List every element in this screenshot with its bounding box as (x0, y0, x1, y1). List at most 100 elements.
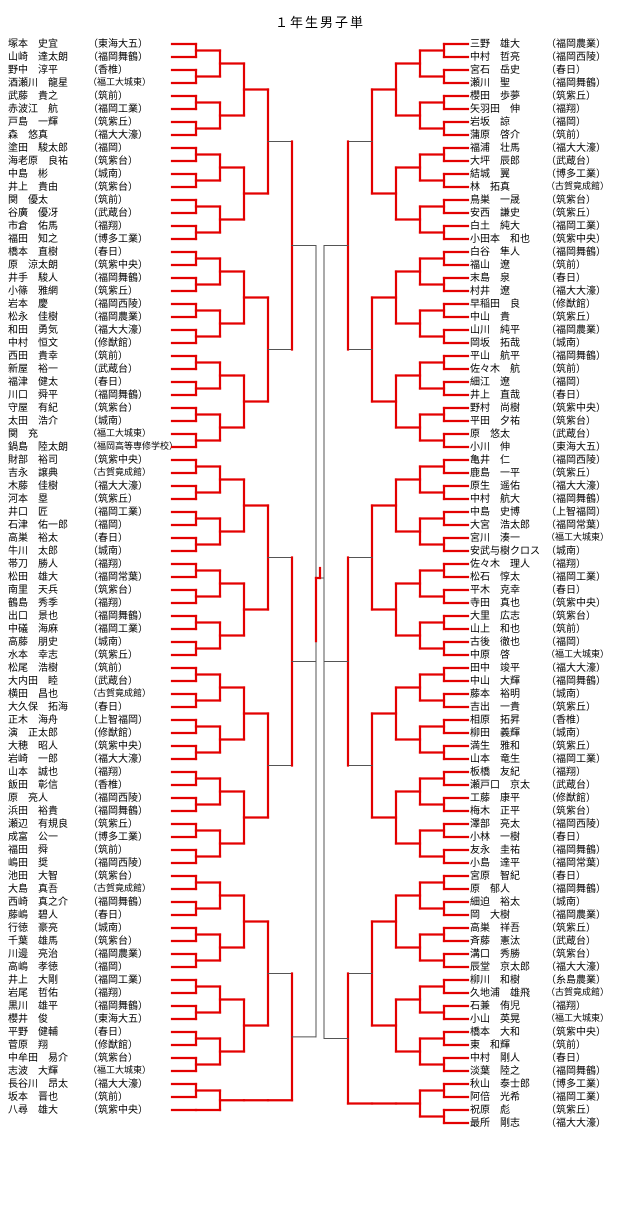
right-entry: 中山 貴（筑紫丘） (470, 311, 638, 324)
left-entry: 森 悠真（福大大濠） (8, 129, 178, 142)
right-entry: 福山 遼 （筑前） (470, 259, 638, 272)
right-entry: 岡坂 拓哉（城南） (470, 337, 638, 350)
right-entry: 松石 惇太（福岡工業） (470, 571, 638, 584)
school-name: （福翔） (88, 597, 128, 609)
player-name: 長谷川 昂太 (8, 1078, 68, 1090)
player-name: 溝口 秀勝 (470, 948, 520, 960)
player-name: 平木 克幸 (470, 584, 520, 596)
player-name: 櫻田 歩夢 (470, 90, 520, 102)
player-name: 福田 舜 (8, 844, 48, 856)
school-name: （筑紫台） (546, 610, 596, 622)
left-entry: 高巣 裕太（春日） (8, 532, 178, 545)
school-name: （福岡舞鶴） (88, 1000, 148, 1012)
school-name: （修猷館） (546, 298, 596, 310)
school-name: （福大大濠） (88, 753, 148, 765)
right-entry: 早稲田 良（修猷館） (470, 298, 638, 311)
school-name: （福大大濠） (546, 961, 606, 973)
left-entry: 成富 公一（博多工業） (8, 831, 178, 844)
school-name: （筑紫丘） (88, 285, 138, 297)
school-name: （筑前） (546, 259, 586, 271)
player-name: 岩坂 諒 (470, 116, 510, 128)
player-name: 中原 啓 (470, 649, 510, 661)
right-entry: 櫻田 歩夢（筑紫丘） (470, 90, 638, 103)
left-entry: 戸島 一輝（筑紫丘） (8, 116, 178, 129)
school-name: （博多工業） (546, 1078, 606, 1090)
school-name: （古賀竟成館） (88, 467, 152, 478)
school-name: （香椎） (88, 779, 128, 791)
school-name: （武蔵台） (88, 363, 138, 375)
player-name: 横田 昌也 (8, 688, 58, 700)
left-entry: 浜田 裕貴（福岡舞鶴） (8, 805, 178, 818)
player-name: 柳川 和樹 (470, 974, 520, 986)
school-name: （福岡西陵） (88, 792, 148, 804)
left-entry: 山崎 達太朗（福岡舞鶴） (8, 51, 178, 64)
right-entry: 白土 純大（福岡工業） (470, 220, 638, 233)
player-name: 酒瀬川 龍星 (8, 77, 68, 89)
school-name: （福大大濠） (546, 480, 606, 492)
left-entry: 西崎 真之介（福岡舞鶴） (8, 896, 178, 909)
right-entry: 山本 竜生（福岡工業） (470, 753, 638, 766)
player-name: 池田 大智 (8, 870, 58, 882)
school-name: （福岡舞鶴） (88, 272, 148, 284)
school-name: （福岡農業） (546, 38, 606, 50)
school-name: （福工大城東） (546, 1013, 610, 1024)
right-entry: 安武与樹クロス（城南） (470, 545, 638, 558)
school-name: （筑紫台） (88, 402, 138, 414)
school-name: （福翔） (546, 1000, 586, 1012)
left-entry: 松田 雄大（福岡常葉） (8, 571, 178, 584)
school-name: （福岡舞鶴） (546, 246, 606, 258)
player-name: 結城 翼 (470, 168, 510, 180)
player-name: 大久保 拓海 (8, 701, 68, 713)
player-name: 井上 大剛 (8, 974, 58, 986)
player-name: 瀬戸口 京太 (470, 779, 530, 791)
player-name: 小篠 雅網 (8, 285, 58, 297)
school-name: （筑紫丘） (546, 311, 596, 323)
left-entry: 鍋島 陸太朗（福岡高等専修学校） (8, 441, 178, 454)
right-entry: 中原 啓（福工大城東） (470, 649, 638, 662)
school-name: （古賀竟成館） (88, 883, 152, 894)
player-name: 福津 健太 (8, 376, 58, 388)
right-entry: 吉出 一貴（筑紫丘） (470, 701, 638, 714)
school-name: （修猷館） (88, 337, 138, 349)
school-name: （筑紫台） (88, 584, 138, 596)
school-name: （筑前） (546, 623, 586, 635)
right-entry: 宮川 湊一（福工大城東） (470, 532, 638, 545)
school-name: （福岡農業） (546, 324, 606, 336)
player-name: 原 悠太 (470, 428, 510, 440)
player-name: 武藤 貴之 (8, 90, 58, 102)
player-name: 高藤 朋史 (8, 636, 58, 648)
player-name: 高巣 祥吾 (470, 922, 520, 934)
right-entry: 中村 航大（福岡舞鶴） (470, 493, 638, 506)
right-entry: 林 拓真（古賀竟成館） (470, 181, 638, 194)
player-name: 原生 遥佑 (470, 480, 520, 492)
player-name: 東 和輝 (470, 1039, 510, 1051)
player-name: 福山 遼 (470, 259, 510, 271)
right-entry: 小山 英晃（福工大城東） (470, 1013, 638, 1026)
left-entry: 西田 貴幸（筑前） (8, 350, 178, 363)
left-entry: 演 正太郎（修猷館） (8, 727, 178, 740)
school-name: （筑紫中央） (88, 259, 148, 271)
player-name: 中島 史博 (470, 506, 520, 518)
player-name: 中山 大輝 (470, 675, 520, 687)
player-name: 平野 健輔 (8, 1026, 58, 1038)
school-name: （筑紫台） (546, 948, 596, 960)
player-name: 演 正太郎 (8, 727, 58, 739)
player-name: 宮石 岳史 (470, 64, 520, 76)
right-entry: 原 悠太（武蔵台） (470, 428, 638, 441)
player-name: 川口 舜平 (8, 389, 58, 401)
right-entry: 東 和輝（筑前） (470, 1039, 638, 1052)
player-name: 梅木 正平 (470, 805, 520, 817)
right-entry: 相原 拓昇（香椎） (470, 714, 638, 727)
left-entry: 飯田 彰信（香椎） (8, 779, 178, 792)
right-entry: 平木 克幸（春日） (470, 584, 638, 597)
player-name: 水本 幸志 (8, 649, 58, 661)
player-name: 坂本 晋也 (8, 1091, 58, 1103)
player-name: 細迫 裕太 (470, 896, 520, 908)
right-entry: 阿倍 光希（福岡工業） (470, 1091, 638, 1104)
school-name: （福岡） (546, 636, 586, 648)
left-entry: 横田 昌也（古賀竟成館） (8, 688, 178, 701)
school-name: （春日） (546, 1052, 586, 1064)
player-name: 大内田 睦 (8, 675, 58, 687)
school-name: （城南） (88, 922, 128, 934)
left-entry: 市倉 佑馬（福翔） (8, 220, 178, 233)
